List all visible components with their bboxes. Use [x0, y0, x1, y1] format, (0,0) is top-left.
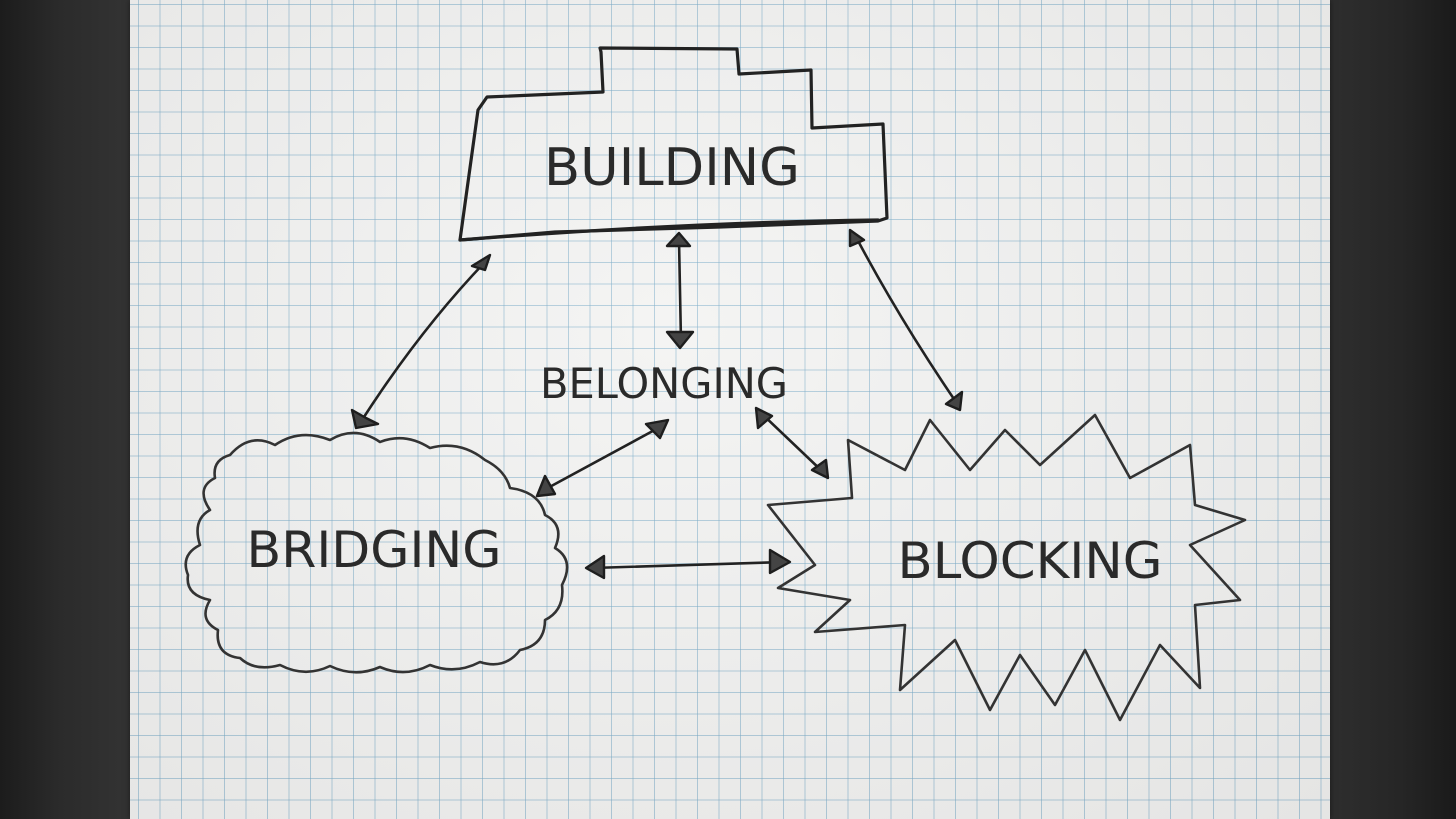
arrowhead: [350, 408, 380, 430]
arrowhead: [665, 330, 695, 350]
building-label: BUILDING: [544, 138, 800, 198]
bridging-cloud: [184, 431, 569, 674]
arrowhead: [810, 458, 830, 480]
arrowhead: [754, 406, 774, 430]
arrowhead: [848, 228, 866, 248]
node-blocking: BLOCKING: [766, 413, 1247, 722]
node-belonging: BELONGING: [540, 359, 788, 408]
edge-building-belonging: [665, 231, 695, 350]
arrowhead: [584, 554, 606, 580]
arrowhead: [768, 548, 792, 575]
graph-paper: [130, 0, 1330, 819]
arrowhead: [535, 474, 557, 498]
arrowhead: [665, 231, 692, 248]
edge-belonging-bridging: [535, 418, 670, 498]
node-bridging: BRIDGING: [184, 431, 569, 674]
edge-bridging-blocking: [584, 548, 792, 580]
edge-building-bridging: [350, 253, 492, 430]
building-outline: [458, 46, 889, 242]
arrowhead: [944, 390, 964, 412]
node-building: BUILDING: [458, 46, 889, 242]
edge-building-blocking: [848, 228, 964, 412]
arrowhead: [470, 253, 492, 272]
blocking-starburst: [766, 413, 1247, 722]
arrowhead: [644, 418, 670, 440]
edge-belonging-blocking: [754, 406, 830, 480]
blocking-label: BLOCKING: [898, 532, 1163, 590]
bridging-label: BRIDGING: [247, 521, 502, 579]
belonging-label: BELONGING: [540, 359, 788, 408]
